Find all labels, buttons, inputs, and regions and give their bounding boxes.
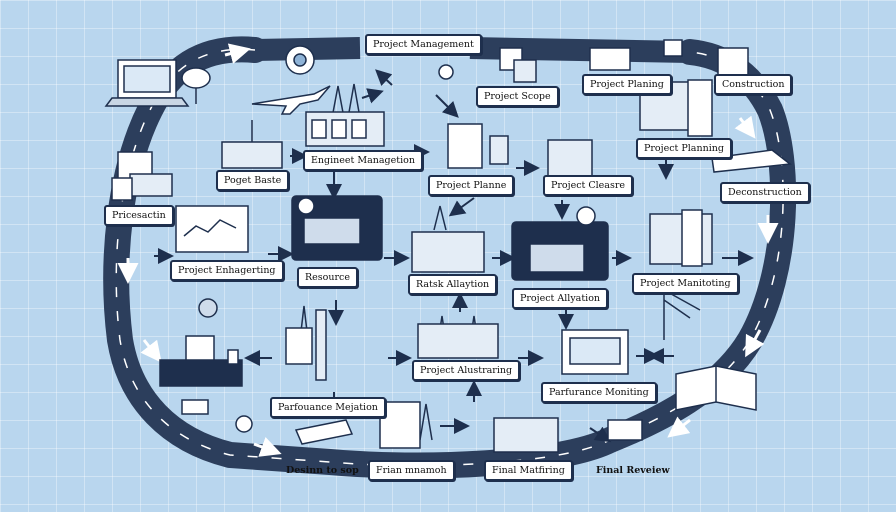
label-resource: Resource <box>297 267 358 288</box>
final-factory <box>493 417 559 453</box>
label-project-planing-top: Project Planing <box>582 74 672 95</box>
inner-arrows <box>154 69 754 443</box>
road-dashes <box>115 48 784 467</box>
document-icon <box>447 123 483 169</box>
label-project-engineering: Project Enhagerting <box>170 260 284 281</box>
admin-refinery <box>417 323 499 359</box>
clipboard-icon <box>379 401 421 449</box>
risk-refinery <box>411 231 485 273</box>
road-arrow-4 <box>745 329 765 358</box>
crane-icon <box>663 288 701 340</box>
road-arrow-8 <box>253 437 282 457</box>
label-preparation: Pricesactin <box>104 205 174 226</box>
label-project-administrating: Project Alustraring <box>412 360 521 381</box>
label-final-matching: Final Matfiring <box>484 460 573 481</box>
road-arrow-7 <box>140 339 162 363</box>
label-project-allocation: Project Allyation <box>512 288 609 309</box>
illustrations <box>104 39 792 453</box>
label-performance-migration: Parfouance Mejation <box>270 397 386 418</box>
gear-icon-top <box>285 45 454 80</box>
label-project-closure: Project Cleasre <box>543 175 634 196</box>
label-poget-baste: Poget Baste <box>216 170 290 191</box>
airplane-icon <box>251 85 331 115</box>
label-project-management: Project Management <box>365 34 482 55</box>
road-arrow-5 <box>667 416 691 438</box>
gear-icon-bottom <box>235 415 253 433</box>
label-design-to-sop: Desinn to sop <box>286 465 359 476</box>
label-project-planning-right: Project Planning <box>636 138 732 159</box>
label-project-monitoring: Project Manitoting <box>632 273 739 294</box>
label-performance-monitoring: Parfurance Moniting <box>541 382 657 403</box>
label-final-review: Final Reveiew <box>596 465 670 476</box>
blueprint-roll <box>294 419 354 445</box>
road-arrow-1 <box>224 43 251 64</box>
laptop-icon <box>104 59 190 107</box>
factory-building <box>221 141 283 169</box>
road-arrow-2 <box>734 115 756 139</box>
label-risk-allocation: Ratsk Allaytion <box>408 274 498 295</box>
label-engineer-management: Engineet Managetion <box>303 150 423 171</box>
label-construction: Construction <box>714 74 793 95</box>
label-project-scope: Project Scope <box>476 86 559 107</box>
chimney <box>315 309 327 381</box>
label-final-maintenance: Frian mnamoh <box>368 460 455 481</box>
satellite-dish-icon <box>181 67 211 104</box>
chart-laptop <box>175 205 249 253</box>
gear-icon <box>297 197 315 215</box>
label-deconstruction: Deconstruction <box>720 182 810 203</box>
label-project-planne: Project Planne <box>428 175 515 196</box>
